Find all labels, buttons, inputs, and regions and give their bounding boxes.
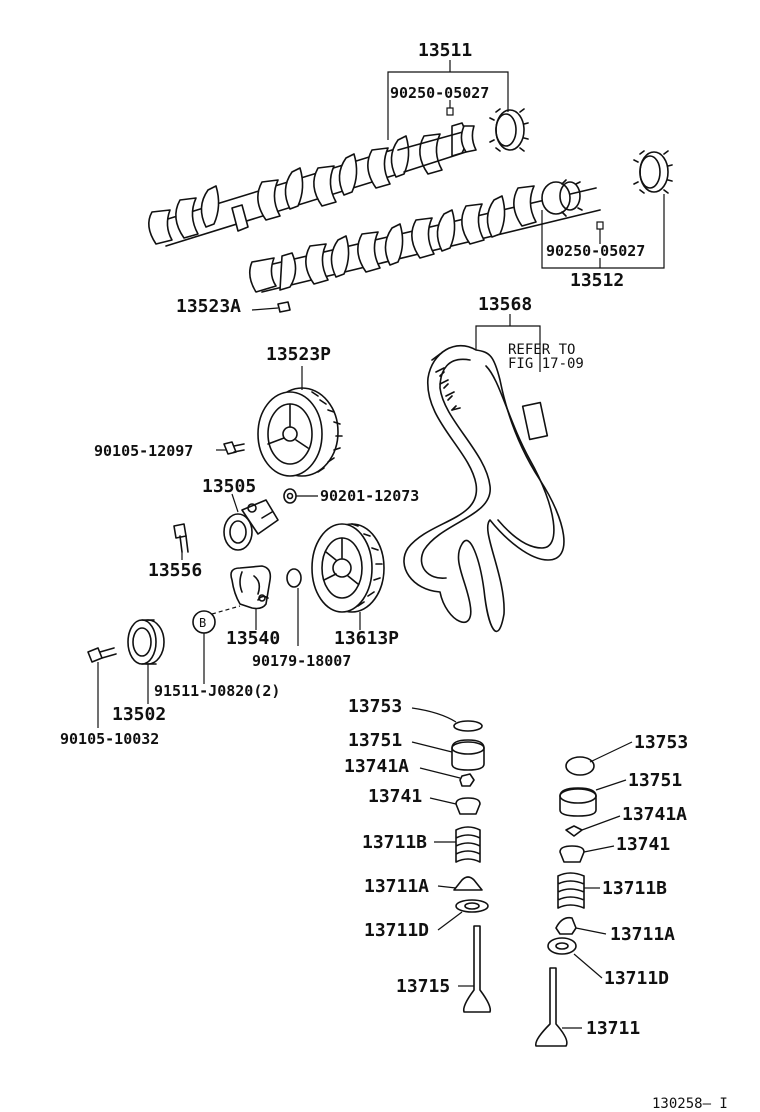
label-13523a: 13523A [176, 296, 241, 317]
label-b: B [199, 616, 206, 630]
callout-b [192, 610, 216, 684]
label-13502: 13502 [112, 704, 166, 725]
label-13613p: 13613P [334, 628, 399, 649]
label-right-13741a: 13741A [622, 804, 687, 825]
label-left-13715: 13715 [396, 976, 450, 997]
label-13505: 13505 [202, 476, 256, 497]
tensioner-13505-drawing [223, 488, 318, 551]
label-fig-17-09: FIG 17-09 [508, 356, 584, 372]
label-refer-to: REFER TO [508, 342, 575, 358]
label-90105-12097: 90105-12097 [94, 442, 193, 460]
label-left-13711a: 13711A [364, 876, 429, 897]
label-13511: 13511 [418, 40, 472, 61]
label-right-13741: 13741 [616, 834, 670, 855]
label-right-13753: 13753 [634, 732, 688, 753]
idler-13502-drawing [87, 619, 165, 728]
label-right-13711a: 13711A [610, 924, 675, 945]
bolt-90105-12097-drawing [216, 441, 245, 455]
label-right-13751: 13751 [628, 770, 682, 791]
label-90201-12073: 90201-12073 [320, 487, 419, 505]
label-left-13753: 13753 [348, 696, 402, 717]
cam-pulley-13523p-drawing [257, 366, 343, 477]
crank-pulley-13613p-drawing [311, 523, 385, 630]
camshaft-13512-drawing [248, 150, 673, 293]
label-right-13711d: 13711D [604, 968, 669, 989]
figure-number: 130258— I [652, 1096, 728, 1112]
label-left-13711d: 13711D [364, 920, 429, 941]
timing-belt-13568-drawing [403, 314, 565, 632]
part-number-labels: 13511 90250-05027 90250-05027 13512 1352… [60, 40, 728, 1112]
label-right-13711b: 13711B [602, 878, 667, 899]
label-90250-05027-a: 90250-05027 [390, 84, 489, 102]
label-left-13741a: 13741A [344, 756, 409, 777]
valve-stack-right-drawing [534, 741, 633, 1047]
camshaft-13511-drawing [148, 108, 529, 247]
label-left-13751: 13751 [348, 730, 402, 751]
label-13523p: 13523P [266, 344, 331, 365]
label-90250-05027-b: 90250-05027 [546, 242, 645, 260]
label-90179-18007: 90179-18007 [252, 652, 351, 670]
label-right-13711: 13711 [586, 1018, 640, 1039]
label-91511-j0820: 91511-J0820(2) [154, 682, 280, 700]
label-13540: 13540 [226, 628, 280, 649]
bolt-13556-drawing [173, 523, 189, 560]
camshaft-leaders [251, 60, 665, 313]
label-left-13741: 13741 [368, 786, 422, 807]
label-90105-10032: 90105-10032 [60, 730, 159, 748]
label-13556: 13556 [148, 560, 202, 581]
valve-stack-left-drawing [411, 707, 492, 1013]
label-left-13711b: 13711B [362, 832, 427, 853]
label-13512: 13512 [570, 270, 624, 291]
label-13568: 13568 [478, 294, 532, 315]
bracket-13540-drawing [211, 565, 302, 646]
